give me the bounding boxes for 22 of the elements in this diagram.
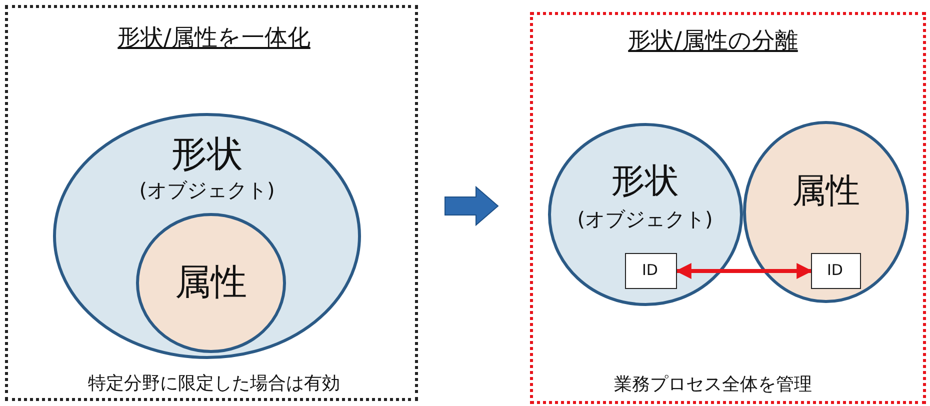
id-label: ID bbox=[827, 262, 843, 278]
panel-note: 特定分野に限定した場合は有効 bbox=[88, 374, 340, 394]
circle-label: 形状 bbox=[611, 163, 679, 200]
circle bbox=[548, 123, 743, 306]
block-arrow bbox=[444, 186, 499, 226]
panel bbox=[530, 12, 926, 404]
panel-title: 形状/属性を一体化 bbox=[118, 26, 310, 52]
circle bbox=[53, 113, 361, 359]
panel bbox=[5, 5, 418, 401]
id-label: ID bbox=[642, 262, 658, 278]
id-box bbox=[625, 253, 677, 289]
circle-label: 属性 bbox=[175, 263, 247, 303]
panel-note: 業務プロセス全体を管理 bbox=[614, 375, 812, 395]
panel-title: 形状/属性の分離 bbox=[628, 29, 798, 54]
circle-sublabel: (オブジェクト) bbox=[139, 179, 275, 201]
arrow bbox=[675, 263, 813, 279]
circle-sublabel: (オブジェクト) bbox=[577, 208, 713, 230]
circle-label: 属性 bbox=[792, 173, 860, 210]
id-box bbox=[811, 253, 861, 289]
circle bbox=[743, 121, 909, 303]
circle bbox=[136, 213, 286, 353]
circle-label: 形状 bbox=[171, 135, 243, 175]
